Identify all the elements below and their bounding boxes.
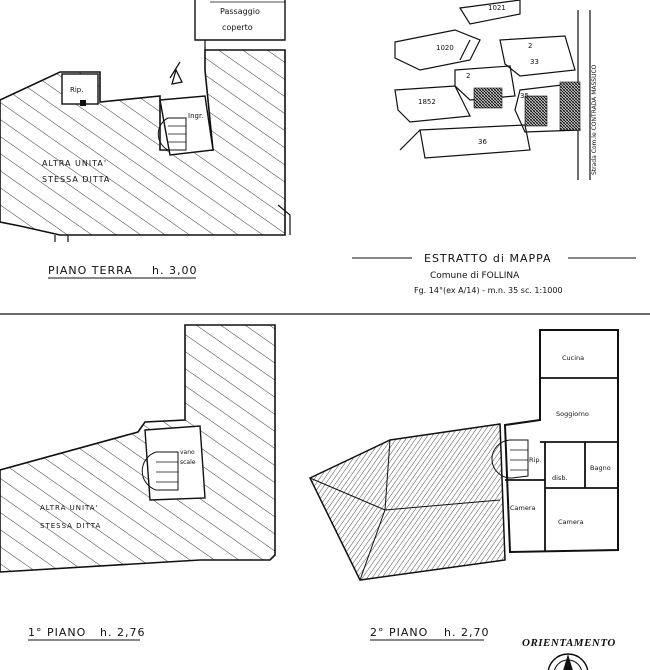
living-label: Soggiorno <box>556 410 589 418</box>
parcel-label: 1020 <box>436 44 454 52</box>
ground-floor-title: PIANO TERRA h. 3,00 <box>48 264 197 279</box>
hall-label: disb. <box>552 474 568 482</box>
orientation-label: ORIENTAMENTO <box>522 637 616 649</box>
ground-other-unit-area <box>0 49 286 236</box>
orientation-block: ORIENTAMENTO <box>522 637 616 670</box>
first-stair-label-2: scale <box>180 459 196 466</box>
passage-label-2: coperto <box>222 23 253 32</box>
map-extract: 1021 1020 2 33 2 35 1852 36 Strada Com.l… <box>352 0 636 295</box>
room-left-label: Camera <box>510 504 536 512</box>
parcel-label: 36 <box>478 138 487 146</box>
map-municipality: Comune di FOLLINA <box>430 271 520 281</box>
first-floor-plan: vano scale ALTRA UNITA' STESSA DITTA 1° … <box>0 324 276 641</box>
first-stair-label-1: vano <box>180 449 195 456</box>
bath-label: Bagno <box>590 464 611 472</box>
parcel-label: 33 <box>530 58 539 66</box>
ground-storage-door <box>80 100 86 106</box>
svg-text:h. 2,76: h. 2,76 <box>100 626 145 639</box>
first-floor-title: 1° PIANO h. 2,76 <box>28 626 145 641</box>
svg-text:1° PIANO: 1° PIANO <box>28 626 86 639</box>
first-stair-room <box>144 425 206 501</box>
first-other-unit-label-1: ALTRA UNITA' <box>40 504 98 512</box>
ground-floor-plan: Passaggio coperto Rip. Ingr. ALTRA UNITA… <box>0 0 291 279</box>
second-storage-label: Rip. <box>529 456 542 464</box>
svg-text:h. 2,70: h. 2,70 <box>444 626 489 639</box>
map-reference: Fg. 14°(ex A/14) - m.n. 35 sc. 1:1000 <box>414 286 563 295</box>
ground-other-unit-label-1: ALTRA UNITA' <box>42 159 107 168</box>
parcel-label: 1852 <box>418 98 436 106</box>
ground-entrance-label: Ingr. <box>188 112 203 120</box>
first-other-unit-label-2: STESSA DITTA <box>40 522 101 530</box>
second-floor-title: 2° PIANO h. 2,70 <box>370 626 489 641</box>
parcel-label: 1021 <box>488 4 506 12</box>
parcel-label: 2 <box>528 42 532 50</box>
ground-staircase <box>157 117 187 151</box>
first-staircase <box>141 451 179 491</box>
second-roof-area <box>308 423 506 581</box>
svg-text:PIANO TERRA: PIANO TERRA <box>48 264 133 277</box>
ground-storage-label: Rip. <box>70 86 83 94</box>
parcel-label: 35 <box>520 92 529 100</box>
first-other-unit-area <box>0 324 276 573</box>
kitchen-label: Cucina <box>562 354 584 362</box>
svg-text:2° PIANO: 2° PIANO <box>370 626 428 639</box>
compass-icon <box>547 653 589 670</box>
second-floor-plan: Cucina Soggiorno Rip. disb. Bagno Camera… <box>308 329 619 641</box>
map-extract-title: ESTRATTO di MAPPA <box>424 252 552 265</box>
covered-passage <box>194 0 286 41</box>
street-label: Strada Com.le CONTRADA MASSUCO <box>591 64 598 175</box>
entrance-arrow-icon <box>171 68 183 85</box>
room-right-label: Camera <box>558 518 584 526</box>
passage-label-1: Passaggio <box>220 7 260 16</box>
parcel-label: 2 <box>466 72 470 80</box>
svg-text:h. 3,00: h. 3,00 <box>152 264 197 277</box>
second-staircase <box>491 439 529 479</box>
ground-other-unit-label-2: STESSA DITTA <box>42 175 110 184</box>
